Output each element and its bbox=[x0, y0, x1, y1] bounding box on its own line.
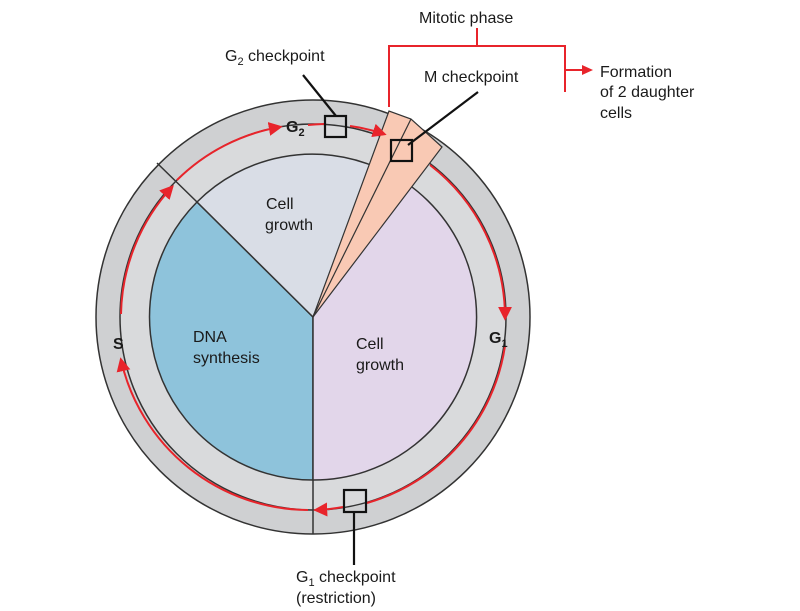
s-phase-label: S bbox=[113, 336, 124, 353]
formation-label-line3: cells bbox=[600, 105, 632, 122]
cell-growth-top-line1: Cell bbox=[266, 196, 294, 213]
dna-synthesis-sector bbox=[148, 200, 314, 481]
g1-checkpoint-label: G1 checkpoint bbox=[296, 569, 396, 589]
g2-checkpoint-leader bbox=[302, 74, 337, 117]
bracket-arrowhead bbox=[582, 65, 593, 75]
m-checkpoint-leader bbox=[407, 91, 479, 146]
formation-label-line1: Formation bbox=[600, 64, 672, 81]
cell-growth-top-line2: growth bbox=[265, 217, 313, 234]
g2-checkpoint-label: G2 checkpoint bbox=[225, 48, 325, 68]
arrow-g2-to-m bbox=[349, 123, 387, 138]
s-g2-boundary bbox=[156, 162, 198, 203]
restriction-label: (restriction) bbox=[296, 590, 376, 607]
mitotic-bracket bbox=[388, 28, 582, 107]
arrow-g2-to-checkpoint bbox=[307, 123, 325, 126]
arrow-s-to-g2 bbox=[120, 184, 174, 315]
m-checkpoint-box bbox=[389, 138, 414, 163]
arrow-m-to-g1 bbox=[429, 164, 513, 321]
formation-label-line2: of 2 daughter bbox=[600, 84, 695, 101]
mitotic-wedge-divider bbox=[312, 118, 412, 318]
mitotic-phase-label: Mitotic phase bbox=[419, 10, 513, 27]
arrow-g1-to-checkpoint bbox=[366, 345, 506, 504]
m-checkpoint-label: M checkpoint bbox=[424, 69, 519, 86]
cell-growth-right-line1: Cell bbox=[356, 336, 384, 353]
dna-synthesis-line1: DNA bbox=[193, 329, 227, 346]
dna-synthesis-line2: synthesis bbox=[193, 350, 260, 367]
g2-phase-label: G2 bbox=[286, 119, 305, 139]
g1-phase-label: G1 bbox=[489, 330, 508, 350]
arrow-s-lower bbox=[116, 357, 309, 511]
g2-growth-sector bbox=[195, 153, 379, 319]
arrow-s-to-g2-upper bbox=[176, 122, 283, 181]
cell-growth-right-line2: growth bbox=[356, 357, 404, 374]
